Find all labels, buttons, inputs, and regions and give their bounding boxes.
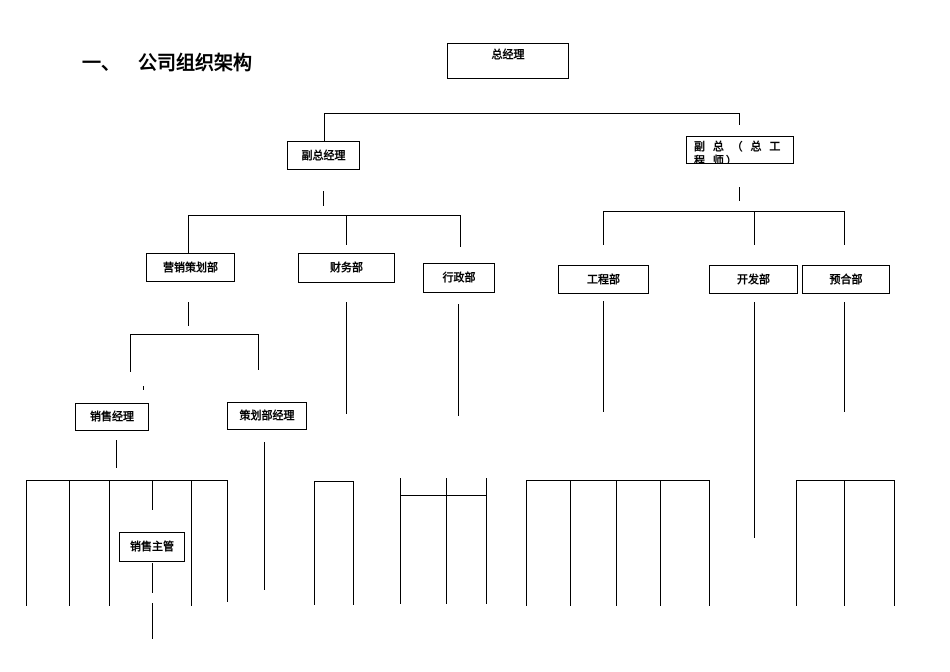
- connector: [152, 480, 153, 510]
- connector: [69, 480, 70, 606]
- connector: [346, 215, 347, 245]
- box-marketing-planning-dept: 营销策划部: [146, 253, 235, 282]
- connector: [26, 480, 27, 606]
- connector: [130, 334, 258, 335]
- connector: [796, 480, 797, 606]
- connector: [130, 334, 131, 372]
- box-sales-supervisor: 销售主管: [119, 532, 185, 562]
- connector: [570, 480, 571, 606]
- connector: [796, 480, 895, 481]
- box-budget-dept: 预合部: [802, 265, 890, 294]
- connector: [314, 481, 354, 482]
- box-sales-manager: 销售经理: [75, 403, 149, 431]
- connector: [460, 215, 461, 247]
- box-deputy-general-manager: 副总经理: [287, 141, 360, 170]
- connector: [844, 480, 845, 606]
- box-finance-dept: 财务部: [298, 253, 395, 283]
- connector: [314, 481, 315, 605]
- box-engineering-dept: 工程部: [558, 265, 649, 294]
- connector: [526, 480, 527, 606]
- connector: [191, 480, 192, 606]
- connector: [844, 211, 845, 245]
- connector: [258, 334, 259, 370]
- box-development-dept: 开发部: [709, 265, 798, 294]
- connector: [264, 442, 265, 590]
- connector: [116, 440, 117, 468]
- connector: [446, 478, 447, 604]
- box-deputy-chief-engineer: 副 总 （ 总 工 程 师）: [686, 136, 794, 164]
- connector: [603, 211, 604, 245]
- connector: [188, 215, 189, 253]
- connector: [486, 478, 487, 604]
- connector: [324, 113, 740, 114]
- box-planning-manager: 策划部经理: [227, 402, 307, 430]
- connector: [603, 211, 845, 212]
- connector: [143, 386, 144, 390]
- page-title: 公司组织架构: [138, 52, 253, 74]
- connector: [26, 480, 228, 481]
- connector: [458, 304, 459, 416]
- connector: [324, 113, 325, 141]
- connector: [709, 480, 710, 606]
- connector: [188, 302, 189, 326]
- connector: [353, 481, 354, 605]
- connector: [894, 480, 895, 606]
- connector: [616, 480, 617, 606]
- connector: [227, 480, 228, 602]
- connector: [152, 603, 153, 639]
- connector: [323, 191, 324, 206]
- connector: [346, 302, 347, 414]
- connector: [400, 478, 401, 604]
- connector: [152, 563, 153, 593]
- connector: [844, 302, 845, 412]
- connector: [754, 302, 755, 538]
- box-general-manager: 总经理: [447, 43, 569, 79]
- connector: [526, 480, 710, 481]
- connector: [739, 113, 740, 125]
- connector: [739, 187, 740, 201]
- connector: [603, 301, 604, 412]
- connector: [188, 215, 461, 216]
- heading-number: 一、: [82, 52, 121, 74]
- connector: [400, 495, 487, 496]
- box-admin-dept: 行政部: [423, 263, 495, 293]
- connector: [660, 480, 661, 606]
- connector: [754, 211, 755, 245]
- connector: [109, 480, 110, 606]
